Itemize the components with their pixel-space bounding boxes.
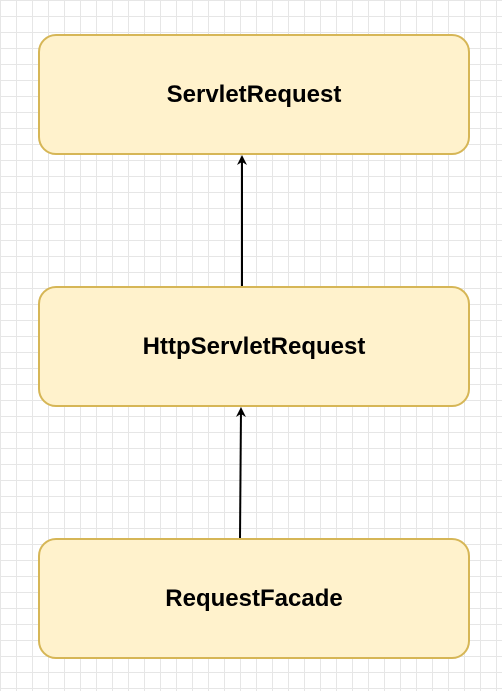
node-http-servlet-request[interactable]: HttpServletRequest: [38, 286, 470, 407]
node-request-facade[interactable]: RequestFacade: [38, 538, 470, 659]
node-servlet-request[interactable]: ServletRequest: [38, 34, 470, 155]
node-label: ServletRequest: [166, 80, 342, 108]
edge-requestfacade-to-httpservletrequest: [235, 407, 246, 539]
node-label: RequestFacade: [165, 584, 343, 612]
node-label: HttpServletRequest: [142, 332, 366, 360]
